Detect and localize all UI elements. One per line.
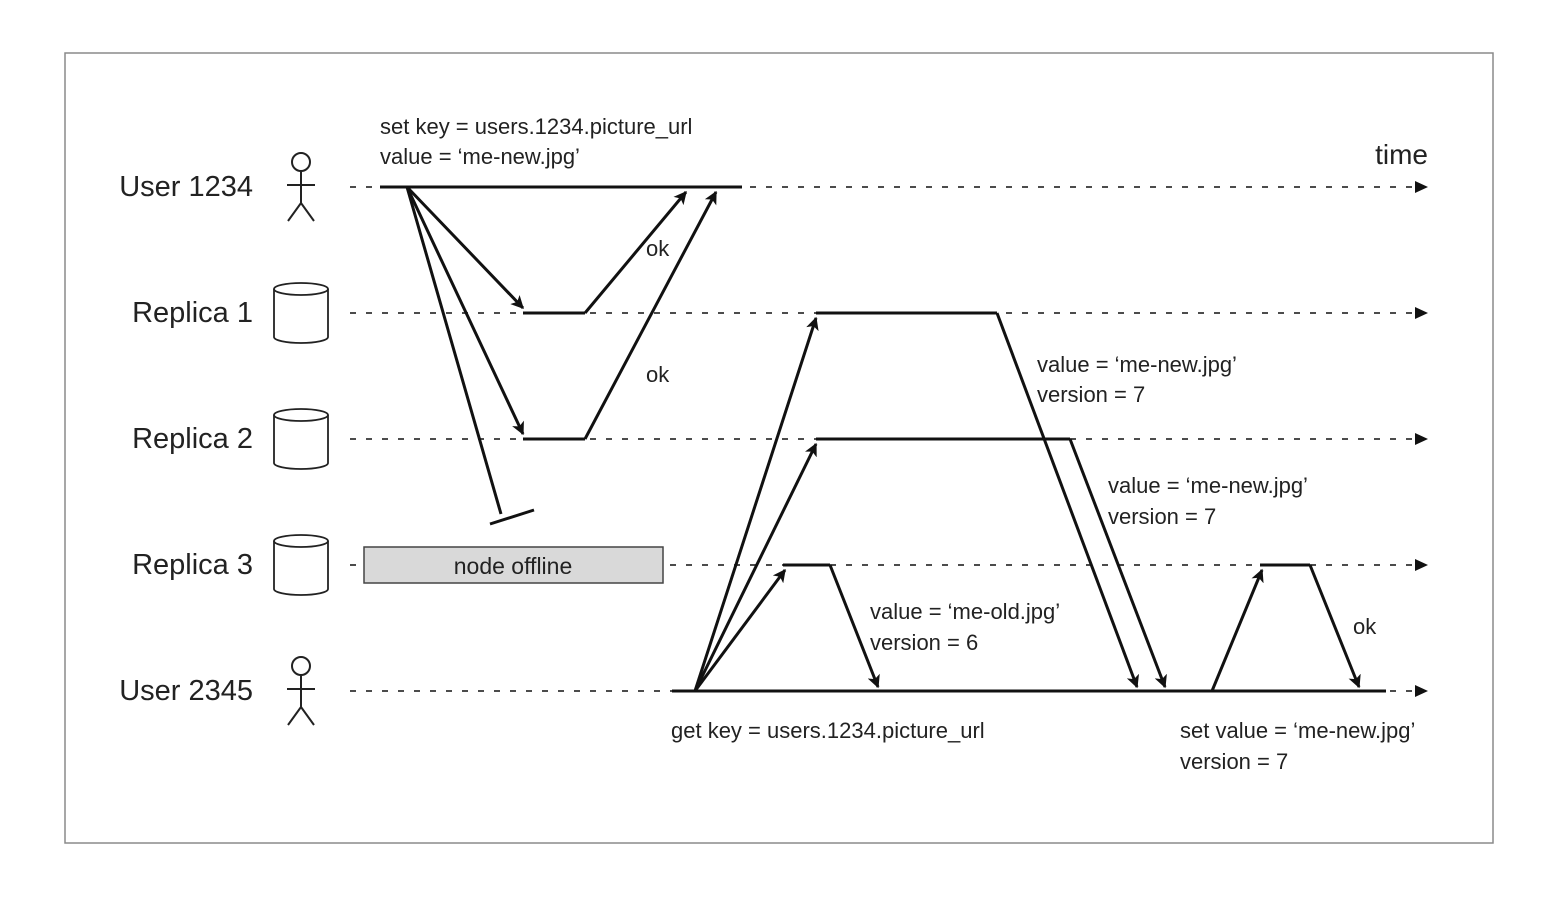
figure-frame xyxy=(64,52,1494,844)
time-axis-label: time xyxy=(1375,139,1428,170)
write-request-value: value = ‘me-new.jpg’ xyxy=(380,144,580,169)
replica3-response-version: version = 6 xyxy=(870,630,978,655)
replica1-ok-arrow xyxy=(583,191,688,314)
ack-replica1-label: ok xyxy=(646,236,670,261)
replica1-response-arrow xyxy=(995,312,1139,689)
user-icon xyxy=(287,152,315,222)
user-icon xyxy=(287,656,315,726)
timeline-arrowhead xyxy=(1415,433,1428,445)
lane-label-replica2: Replica 2 xyxy=(132,423,253,455)
repair-ok-arrow xyxy=(1308,564,1361,689)
replica3-response-value: value = ‘me-old.jpg’ xyxy=(870,599,1060,624)
replica2-response-version: version = 7 xyxy=(1108,504,1216,529)
replica1-response-version: version = 7 xyxy=(1037,382,1145,407)
failed-write-cross xyxy=(489,508,535,526)
write-request-key: set key = users.1234.picture_url xyxy=(380,114,692,139)
ack-replica2-label: ok xyxy=(646,362,670,387)
timeline-arrowheads xyxy=(1415,181,1428,697)
write-to-replica2-arrow xyxy=(405,186,525,436)
lane-label-replica3: Replica 3 xyxy=(132,549,253,581)
read-repair-version: version = 7 xyxy=(1180,749,1288,774)
read-to-replica2-arrow xyxy=(693,442,818,692)
database-icon xyxy=(273,534,329,596)
lane-label-user2345: User 2345 xyxy=(119,675,253,707)
timeline-arrowhead xyxy=(1415,307,1428,319)
node-offline-box xyxy=(363,546,664,584)
database-icon xyxy=(273,408,329,470)
lane-label-replica1: Replica 1 xyxy=(132,297,253,329)
lane-label-user1234: User 1234 xyxy=(119,171,253,203)
timeline-arrowhead xyxy=(1415,559,1428,571)
database-icon xyxy=(273,282,329,344)
read-to-replica1-arrow xyxy=(693,316,819,692)
replica3-response-arrow xyxy=(828,564,880,689)
replica2-ok-arrow xyxy=(583,190,718,440)
read-repair-value: set value = ‘me-new.jpg’ xyxy=(1180,718,1415,743)
node-offline-label: node offline xyxy=(454,553,573,579)
replica2-response-arrow xyxy=(1068,438,1167,689)
timeline-arrowhead xyxy=(1415,181,1428,193)
write-to-replica3-failed xyxy=(405,186,503,515)
read-to-replica3-arrow xyxy=(693,568,787,692)
write-to-replica1-arrow xyxy=(405,185,525,310)
replica1-response-value: value = ‘me-new.jpg’ xyxy=(1037,352,1237,377)
read-request-key: get key = users.1234.picture_url xyxy=(671,718,985,743)
timeline-arrowhead xyxy=(1415,685,1428,697)
message-arrows xyxy=(380,185,1386,693)
ack-repair-label: ok xyxy=(1353,614,1377,639)
read-repair-arrow xyxy=(1210,568,1264,692)
replica2-response-value: value = ‘me-new.jpg’ xyxy=(1108,473,1308,498)
